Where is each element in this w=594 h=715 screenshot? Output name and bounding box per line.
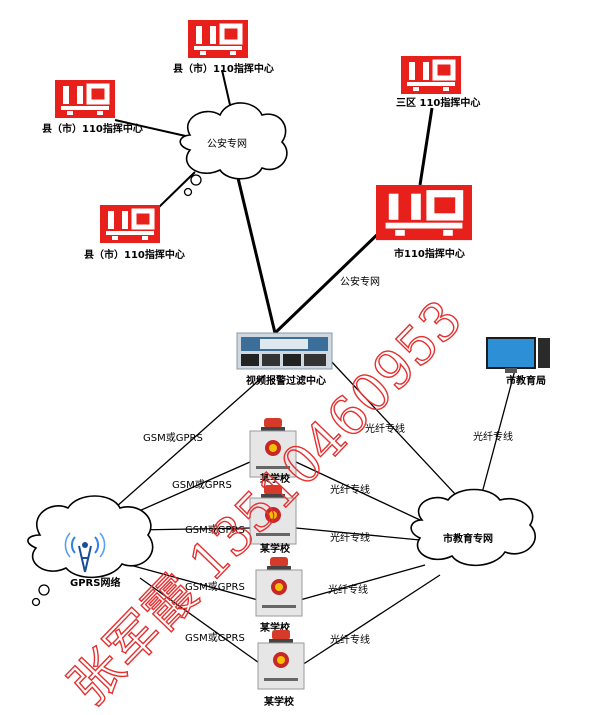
school-3: 某学校 bbox=[255, 556, 303, 634]
police-110-logo-icon bbox=[376, 185, 472, 240]
antenna-tower-icon bbox=[64, 532, 106, 573]
edge-label-fiber: 光纤专线 bbox=[330, 531, 370, 544]
edge-label-fiber: 光纤专线 bbox=[365, 422, 405, 435]
police-network-edge-label: 公安专网 bbox=[340, 275, 380, 288]
edge-label-fiber: 光纤专线 bbox=[330, 633, 370, 646]
police-110-logo-icon bbox=[55, 80, 115, 118]
edge-label-fiber: 光纤专线 bbox=[330, 483, 370, 496]
line-bureau-edu bbox=[477, 369, 516, 509]
city-center-label: 市110指挥中心 bbox=[394, 247, 465, 260]
edge-label-gsm-gprs: GSM或GPRS bbox=[185, 581, 245, 593]
line-gprs-school1 bbox=[129, 461, 251, 516]
police-110-logo-icon bbox=[401, 56, 461, 94]
school-1: 某学校 bbox=[249, 417, 297, 485]
line-school1-edu bbox=[295, 461, 421, 521]
edge-label-fiber: 光纤专线 bbox=[473, 430, 513, 443]
line-gprs-school4 bbox=[139, 577, 263, 666]
school-2: 某学校 bbox=[249, 484, 297, 555]
connections bbox=[89, 69, 516, 666]
line-county2-cloud bbox=[114, 119, 191, 138]
filter-center-label: 视频报警过滤中心 bbox=[246, 374, 326, 387]
line-district-city bbox=[418, 107, 434, 186]
county-center-3: 县（市）110指挥中心 bbox=[84, 205, 185, 261]
video-alarm-filter-center: 视频报警过滤中心 bbox=[236, 332, 333, 387]
edge-label-fiber: 光纤专线 bbox=[328, 583, 368, 596]
edge-label-gsm-gprs: GSM或GPRS bbox=[185, 632, 245, 644]
line-filter-gprs bbox=[89, 374, 266, 531]
school-2-label: 某学校 bbox=[260, 542, 291, 555]
police-110-logo-icon bbox=[188, 20, 248, 58]
county-center-2: 县（市）110指挥中心 bbox=[42, 80, 143, 135]
gprs-network-cloud: GPRS网络 bbox=[27, 495, 154, 607]
police-network-label: 公安专网 bbox=[207, 137, 247, 150]
education-network-label: 市教育专网 bbox=[443, 532, 493, 545]
county-center-3-label: 县（市）110指挥中心 bbox=[84, 248, 185, 261]
school-4: 某学校 bbox=[257, 629, 305, 708]
line-school2-edu bbox=[295, 527, 421, 541]
line-school3-edu bbox=[299, 564, 426, 601]
line-gprs-school2 bbox=[134, 527, 253, 531]
school-4-label: 某学校 bbox=[264, 695, 295, 708]
education-bureau: 市教育局 bbox=[486, 337, 550, 387]
line-gprs-school3 bbox=[129, 564, 259, 601]
edge-label-gsm-gprs: GSM或GPRS bbox=[185, 524, 245, 536]
edge-label-gsm-gprs: GSM或GPRS bbox=[172, 479, 232, 491]
line-filter-edu bbox=[329, 359, 471, 511]
police-network-cloud: 公安专网 bbox=[179, 102, 288, 197]
county-center-1: 县（市）110指挥中心 bbox=[173, 20, 274, 75]
gprs-network-label: GPRS网络 bbox=[70, 576, 120, 589]
line-city-filter bbox=[273, 228, 384, 335]
school-alarm-box-icon bbox=[255, 556, 303, 617]
school-alarm-box-icon bbox=[257, 629, 305, 690]
county-center-1-label: 县（市）110指挥中心 bbox=[173, 62, 274, 75]
school-1-label: 某学校 bbox=[260, 472, 291, 485]
line-school4-edu bbox=[301, 574, 441, 666]
monitor-icon bbox=[486, 337, 536, 369]
district-center-label: 三区 110指挥中心 bbox=[396, 96, 480, 109]
education-network-cloud: 市教育专网 bbox=[410, 488, 536, 567]
education-bureau-label: 市教育局 bbox=[506, 374, 546, 387]
line-cloud-filter bbox=[236, 177, 277, 334]
line-county3-cloud bbox=[157, 171, 196, 209]
city-center: 市110指挥中心 bbox=[376, 185, 472, 260]
district-center: 三区 110指挥中心 bbox=[396, 56, 480, 109]
county-center-2-label: 县（市）110指挥中心 bbox=[42, 122, 143, 135]
edge-label-gsm-gprs: GSM或GPRS bbox=[143, 432, 203, 444]
police-110-logo-icon bbox=[100, 205, 160, 243]
